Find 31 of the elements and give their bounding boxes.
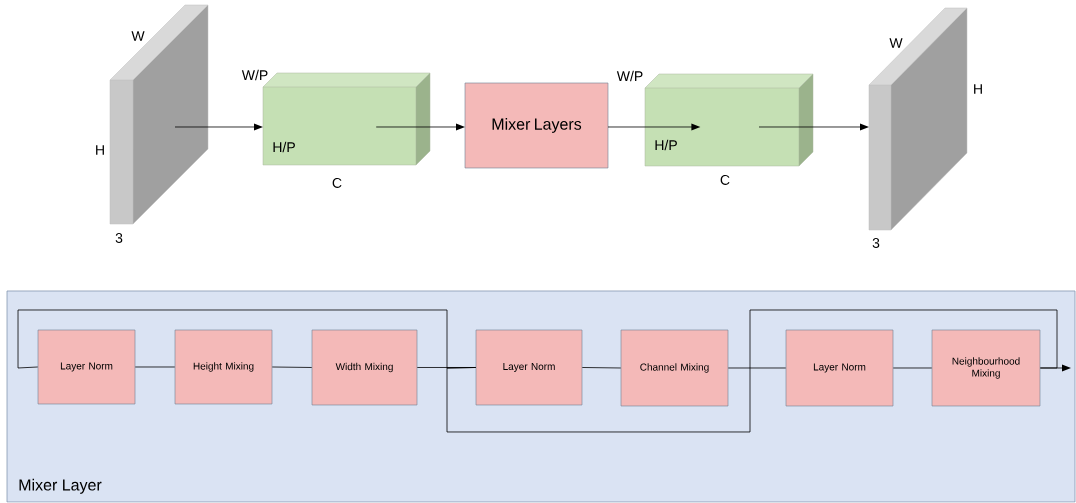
arrow [1039, 364, 1071, 372]
feature-cuboid: H/P [644, 73, 814, 167]
arrow [607, 123, 701, 131]
connector-line [134, 366, 176, 368]
dimension-label: H [974, 84, 982, 94]
connector-line [581, 367, 622, 369]
dimension-label: W/P [616, 70, 643, 82]
dimension-label: 3 [872, 238, 880, 248]
dimension-label: W [889, 38, 903, 48]
arrow [375, 123, 465, 131]
process-box: Height Mixing [174, 329, 273, 405]
image-slab [868, 7, 968, 231]
dimension-label: C [720, 175, 730, 185]
process-box: Width Mixing [311, 329, 418, 406]
process-box: Layer Norm [785, 329, 894, 407]
process-box: Layer Norm [37, 329, 136, 405]
connector-line [271, 366, 313, 368]
process-box: Neighbourhood Mixing [931, 329, 1041, 407]
dimension-label: 3 [115, 233, 123, 243]
dimension-label: H [96, 145, 104, 155]
arrow [174, 123, 263, 131]
dimension-label: C [332, 178, 342, 188]
dimension-label: W [131, 31, 145, 41]
arrow [758, 123, 869, 131]
process-box: Channel Mixing [620, 329, 729, 407]
connector-line [446, 309, 1058, 433]
process-box: Mixer Layers [464, 82, 609, 169]
connector-line [727, 367, 787, 369]
process-box: Layer Norm [475, 329, 583, 406]
image-slab [109, 4, 209, 225]
connector-line [892, 367, 933, 369]
